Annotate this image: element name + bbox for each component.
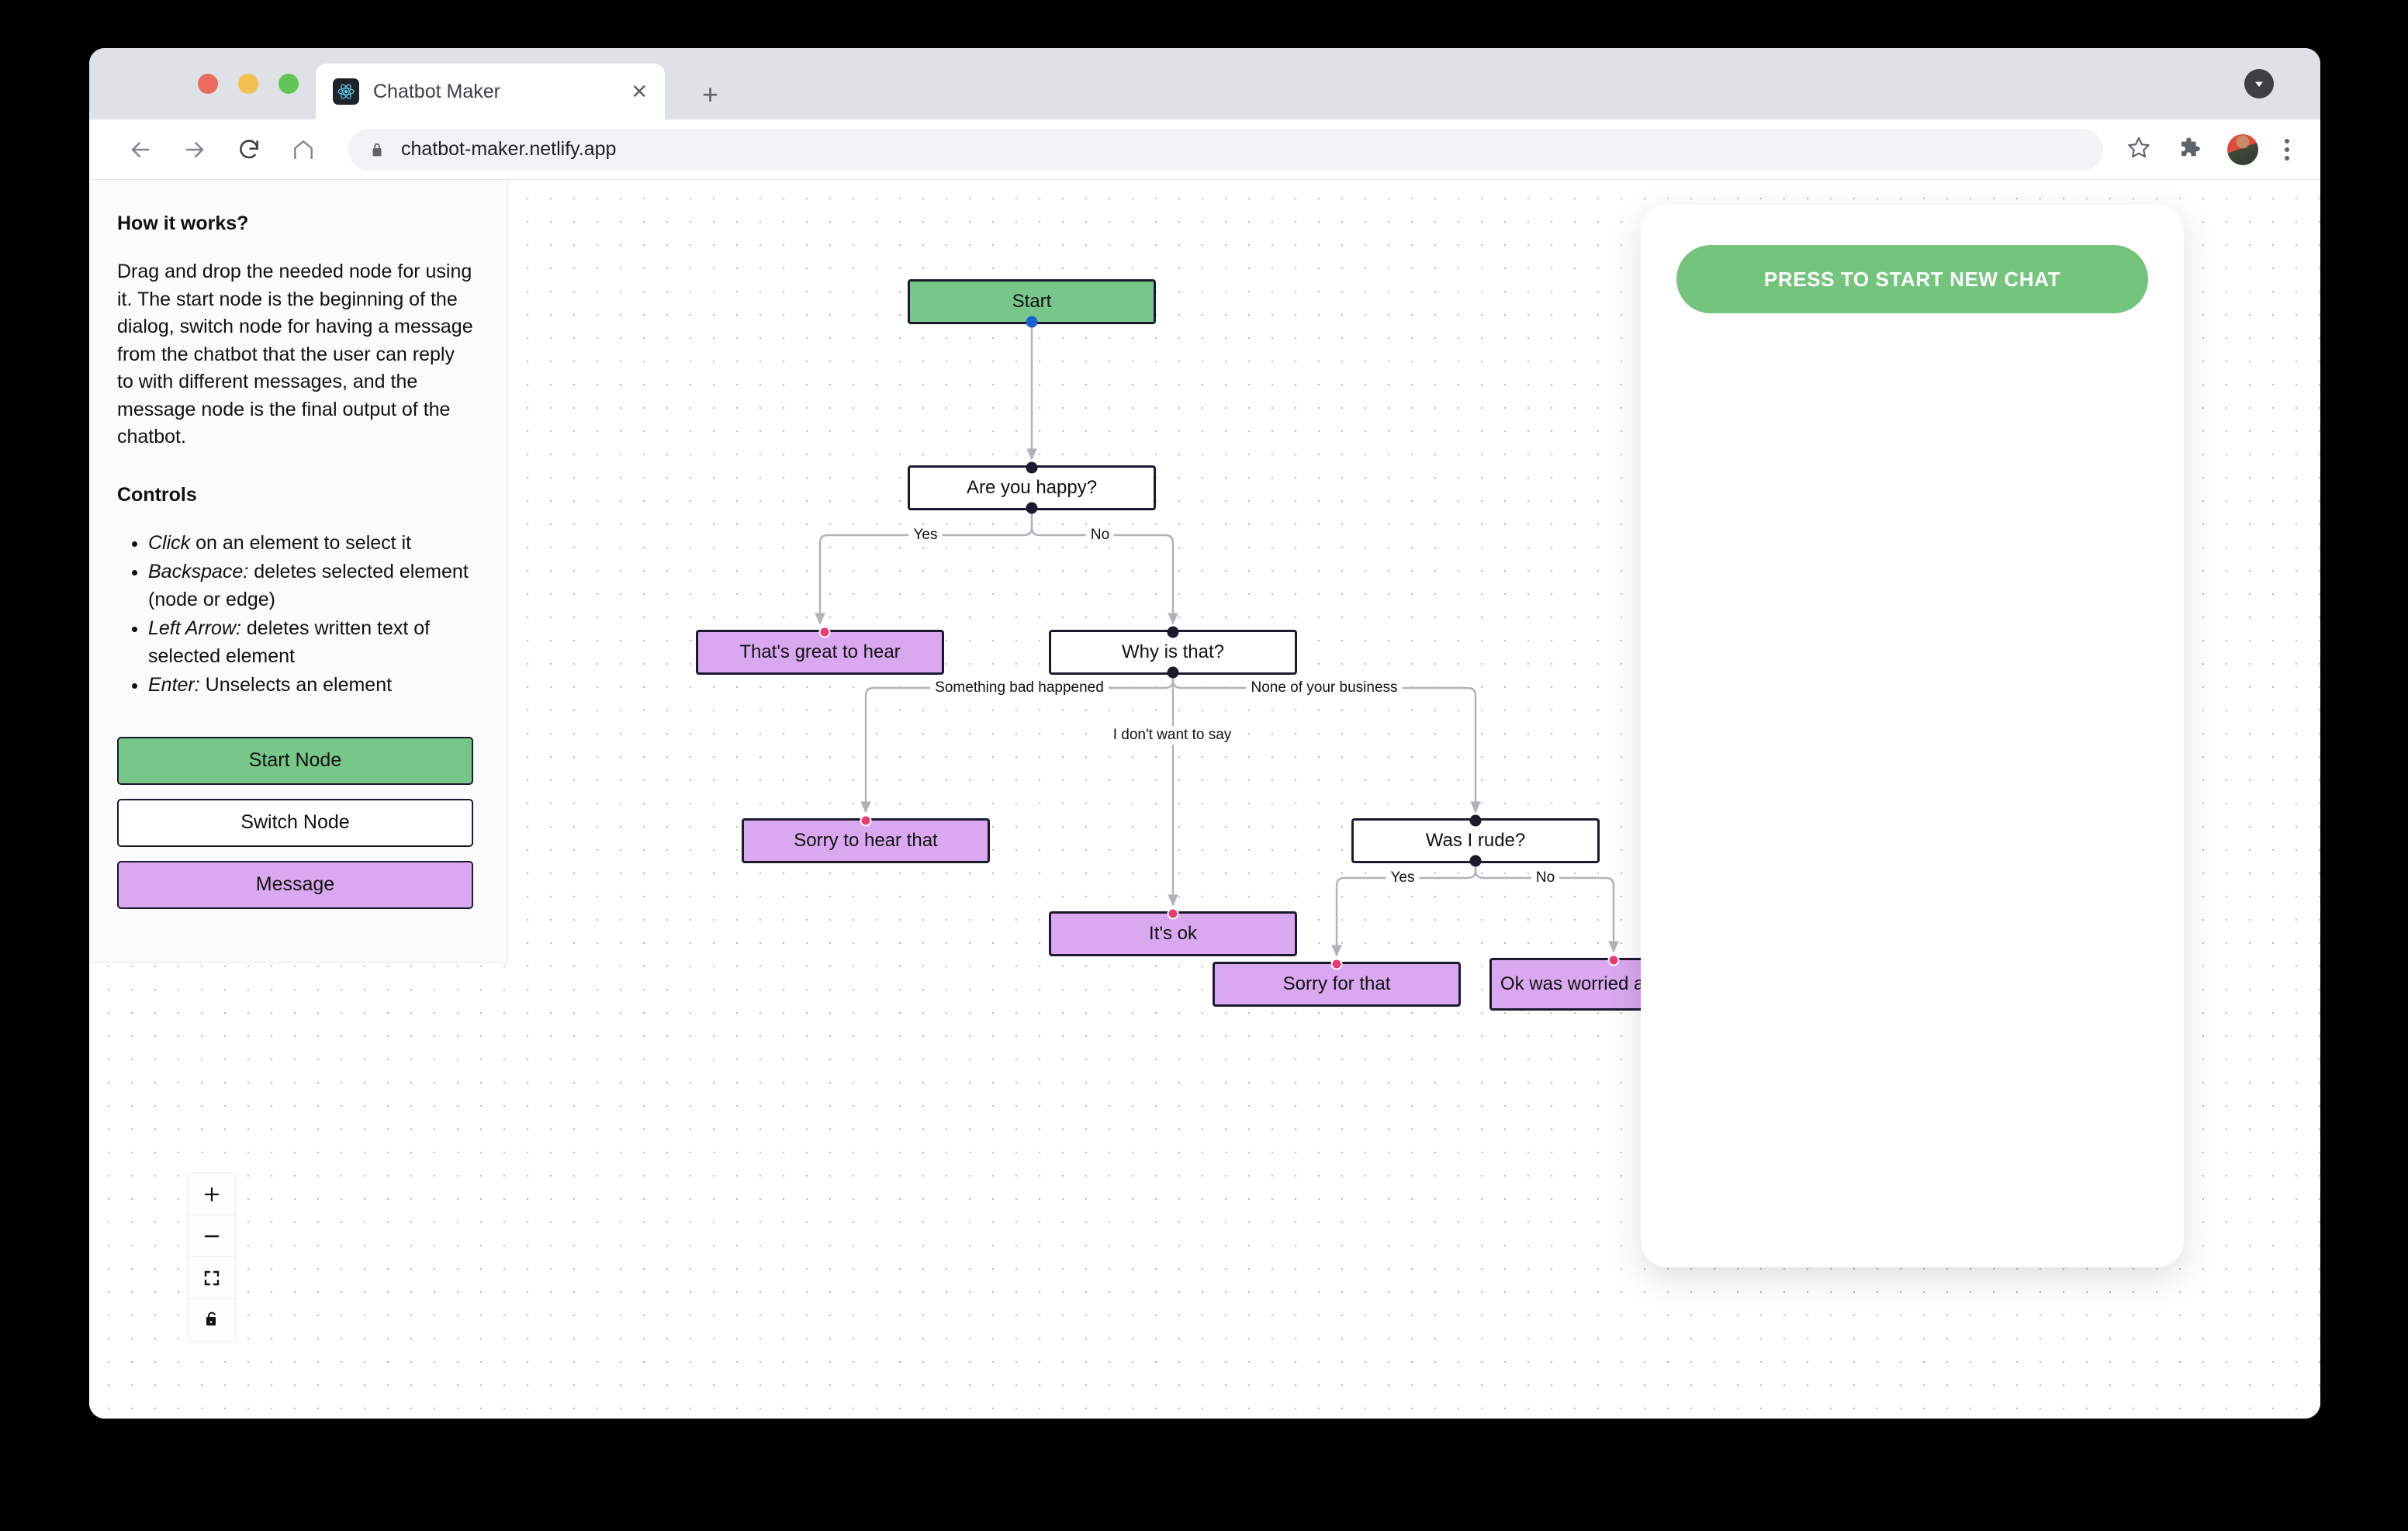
control-text: on an element to select it bbox=[190, 531, 412, 554]
page-content: Yes No Something bad happened I don't wa… bbox=[89, 180, 2320, 1419]
flow-node-was-i-rude[interactable]: Was I rude? bbox=[1351, 814, 1600, 867]
forward-icon[interactable] bbox=[175, 130, 215, 170]
source-handle[interactable] bbox=[1026, 502, 1038, 514]
home-icon[interactable] bbox=[283, 130, 323, 170]
palette-switch-node-button[interactable]: Switch Node bbox=[117, 798, 473, 847]
node-label: It's ok bbox=[1149, 922, 1197, 944]
window-traffic-lights bbox=[198, 74, 299, 94]
reload-icon[interactable] bbox=[229, 130, 269, 170]
react-logo-icon bbox=[333, 78, 359, 105]
press-to-start-new-chat-button[interactable]: PRESS TO START NEW CHAT bbox=[1676, 245, 2148, 313]
list-item: Enter: Unselects an element bbox=[148, 672, 473, 700]
edge-label: Something bad happened bbox=[930, 679, 1109, 697]
minimize-window-button[interactable] bbox=[238, 74, 258, 94]
zoom-in-button[interactable] bbox=[189, 1173, 235, 1215]
control-text: Unselects an element bbox=[199, 674, 393, 696]
control-key: Click bbox=[148, 531, 191, 554]
node-label: That's great to hear bbox=[739, 641, 901, 662]
list-item: Backspace: deletes selected element (nod… bbox=[148, 558, 473, 613]
extensions-puzzle-icon[interactable] bbox=[2178, 136, 2201, 163]
node-label: Was I rude? bbox=[1425, 829, 1526, 851]
flow-node-start[interactable]: Start bbox=[908, 279, 1156, 328]
node-label: Sorry for that bbox=[1282, 973, 1391, 994]
edge-label: No bbox=[1531, 869, 1560, 887]
flow-node-are-you-happy[interactable]: Are you happy? bbox=[908, 461, 1156, 514]
node-palette: Start Node Switch Node Message bbox=[117, 736, 473, 909]
control-key: Enter: bbox=[148, 674, 200, 696]
source-handle[interactable] bbox=[1167, 666, 1179, 679]
fit-view-icon[interactable] bbox=[189, 1257, 235, 1299]
edge-label: No bbox=[1085, 526, 1115, 544]
list-item: Left Arrow: deletes written text of sele… bbox=[148, 615, 473, 670]
flow-node-sorry-to-hear-that[interactable]: Sorry to hear that bbox=[742, 814, 990, 863]
target-handle[interactable] bbox=[1607, 954, 1620, 966]
source-handle[interactable] bbox=[1469, 855, 1482, 867]
target-handle[interactable] bbox=[1167, 907, 1179, 920]
browser-tab[interactable]: Chatbot Maker ✕ bbox=[316, 64, 665, 119]
target-handle[interactable] bbox=[1026, 461, 1038, 474]
target-handle[interactable] bbox=[1330, 958, 1343, 970]
toolbar-actions bbox=[2126, 133, 2289, 165]
edge-label: None of your business bbox=[1246, 679, 1403, 697]
tab-search-chevron-icon[interactable] bbox=[2244, 69, 2274, 98]
chat-panel: PRESS TO START NEW CHAT bbox=[1641, 205, 2184, 1267]
edge-label: Yes bbox=[1386, 869, 1420, 887]
tab-strip: Chatbot Maker ✕ + bbox=[89, 48, 2320, 119]
node-label: Start bbox=[1012, 290, 1052, 312]
tab-title: Chatbot Maker bbox=[373, 80, 500, 102]
back-icon[interactable] bbox=[120, 130, 161, 170]
node-label: Why is that? bbox=[1121, 641, 1225, 662]
list-item: Click on an element to select it bbox=[148, 530, 473, 558]
control-key: Left Arrow: bbox=[148, 617, 241, 639]
three-dot-menu-icon[interactable] bbox=[2285, 138, 2289, 161]
unlock-icon[interactable] bbox=[189, 1299, 235, 1341]
flow-node-its-ok[interactable]: It's ok bbox=[1049, 907, 1297, 956]
how-it-works-heading: How it works? bbox=[117, 213, 249, 234]
how-it-works-body: Drag and drop the needed node for using … bbox=[117, 261, 473, 448]
bookmark-star-icon[interactable] bbox=[2126, 135, 2151, 164]
edge-label: Yes bbox=[908, 526, 943, 544]
flow-controls bbox=[189, 1173, 235, 1341]
zoom-out-button[interactable] bbox=[189, 1215, 235, 1257]
flow-node-thats-great-to-hear[interactable]: That's great to hear bbox=[696, 626, 944, 675]
maximize-window-button[interactable] bbox=[279, 74, 299, 94]
control-key: Backspace: bbox=[148, 561, 249, 582]
close-icon[interactable]: ✕ bbox=[631, 80, 648, 103]
browser-toolbar: chatbot-maker.netlify.app bbox=[89, 119, 2320, 180]
new-tab-button[interactable]: + bbox=[702, 78, 719, 110]
target-handle[interactable] bbox=[860, 814, 872, 827]
url-text: chatbot-maker.netlify.app bbox=[401, 138, 617, 160]
target-handle[interactable] bbox=[818, 626, 831, 638]
node-label: Are you happy? bbox=[966, 476, 1098, 498]
controls-heading: Controls bbox=[117, 483, 197, 506]
lock-icon bbox=[368, 141, 386, 158]
close-window-button[interactable] bbox=[198, 74, 218, 94]
flow-node-why-is-that[interactable]: Why is that? bbox=[1049, 626, 1297, 679]
control-text: deletes written text of selected element bbox=[148, 617, 431, 667]
source-handle[interactable] bbox=[1026, 316, 1038, 328]
flow-node-sorry-for-that[interactable]: Sorry for that bbox=[1213, 958, 1461, 1007]
target-handle[interactable] bbox=[1167, 626, 1179, 638]
address-bar[interactable]: chatbot-maker.netlify.app bbox=[348, 128, 2103, 171]
edge-label: I don't want to say bbox=[1108, 726, 1237, 745]
palette-start-node-button[interactable]: Start Node bbox=[117, 736, 473, 785]
palette-message-node-button[interactable]: Message bbox=[117, 860, 473, 909]
node-label: Sorry to hear that bbox=[794, 829, 938, 851]
avatar[interactable] bbox=[2227, 133, 2258, 165]
control-text: deletes selected element (node or edge) bbox=[148, 561, 469, 610]
sidebar: How it works? Drag and drop the needed n… bbox=[89, 180, 508, 963]
browser-window: Chatbot Maker ✕ + chatbot-maker.netlify.… bbox=[89, 48, 2320, 1419]
controls-list: Click on an element to select it Backspa… bbox=[148, 530, 473, 700]
target-handle[interactable] bbox=[1469, 814, 1482, 827]
